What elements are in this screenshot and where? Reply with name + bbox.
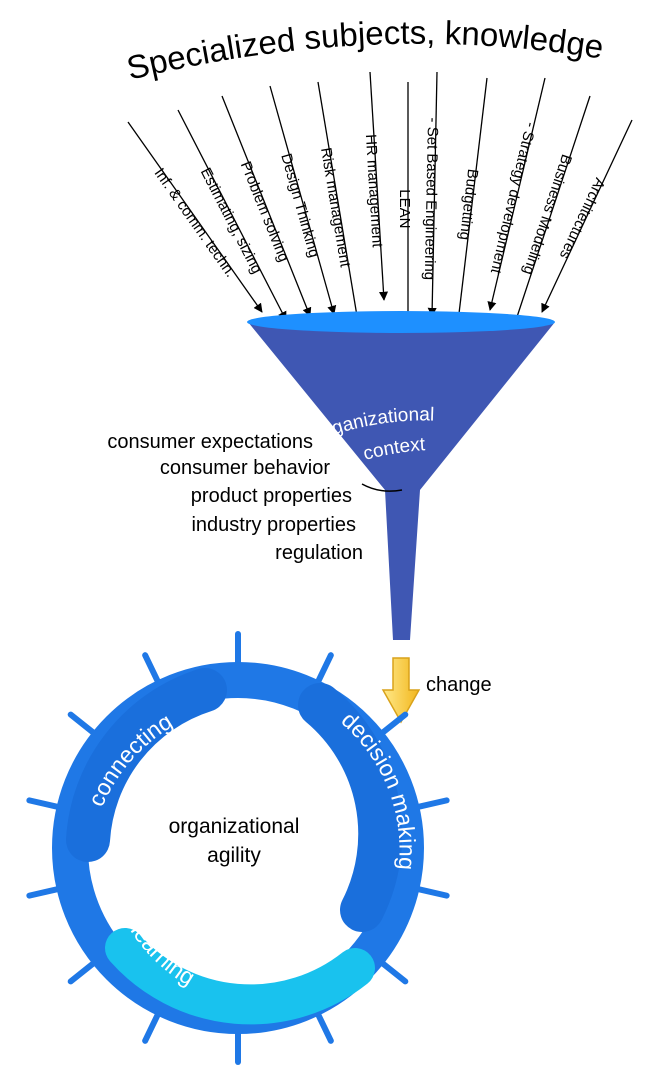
subject-arrow [541,119,633,313]
subject-arrow [454,77,488,323]
learning-segment [105,928,375,1025]
subject-arrows: Inf. & comm. techn.Estimating, sizingPro… [127,71,633,327]
context-bracket [361,483,403,492]
funnel: organizational context [247,311,555,640]
subject-arrow [487,77,546,311]
subject-label: LEAN [396,189,413,228]
subject-arrow [512,95,591,327]
change-arrow: change [381,657,492,724]
subject-label: - Set Based Engineering [421,117,441,280]
funnel-rim [247,311,555,333]
subject-arrow [369,71,389,301]
subject-arrow [317,81,362,323]
agility-cycle: connecting decision making learning orga… [26,631,450,1065]
decision-segment [298,683,403,932]
context-factors: consumer expectations consumer behavior … [107,431,403,564]
context-factor: consumer expectations [107,431,313,453]
change-label: change [426,674,492,696]
subject-arrow [427,71,438,317]
subject-label: Budgetting [456,168,481,241]
subject-label: Risk management [317,146,354,269]
change-arrow-icon [381,657,421,724]
context-factor: product properties [191,485,352,507]
subject-arrow [127,121,263,313]
diagram-title: Specialized subjects, knowledge [123,14,606,87]
subject-arrow [177,109,287,321]
context-factor: industry properties [191,514,356,536]
subject-arrow [269,85,337,315]
subject-label: HR management [362,134,386,249]
connecting-segment [66,668,227,862]
context-factor: consumer behavior [160,457,330,479]
cycle-center-line2: agility [207,844,261,867]
cycle-center-line1: organizational [169,815,300,838]
subject-arrow [221,95,312,317]
diagram-title-text: Specialized subjects, knowledge [123,14,606,87]
context-factor: regulation [275,542,363,564]
funnel-body [248,322,555,640]
